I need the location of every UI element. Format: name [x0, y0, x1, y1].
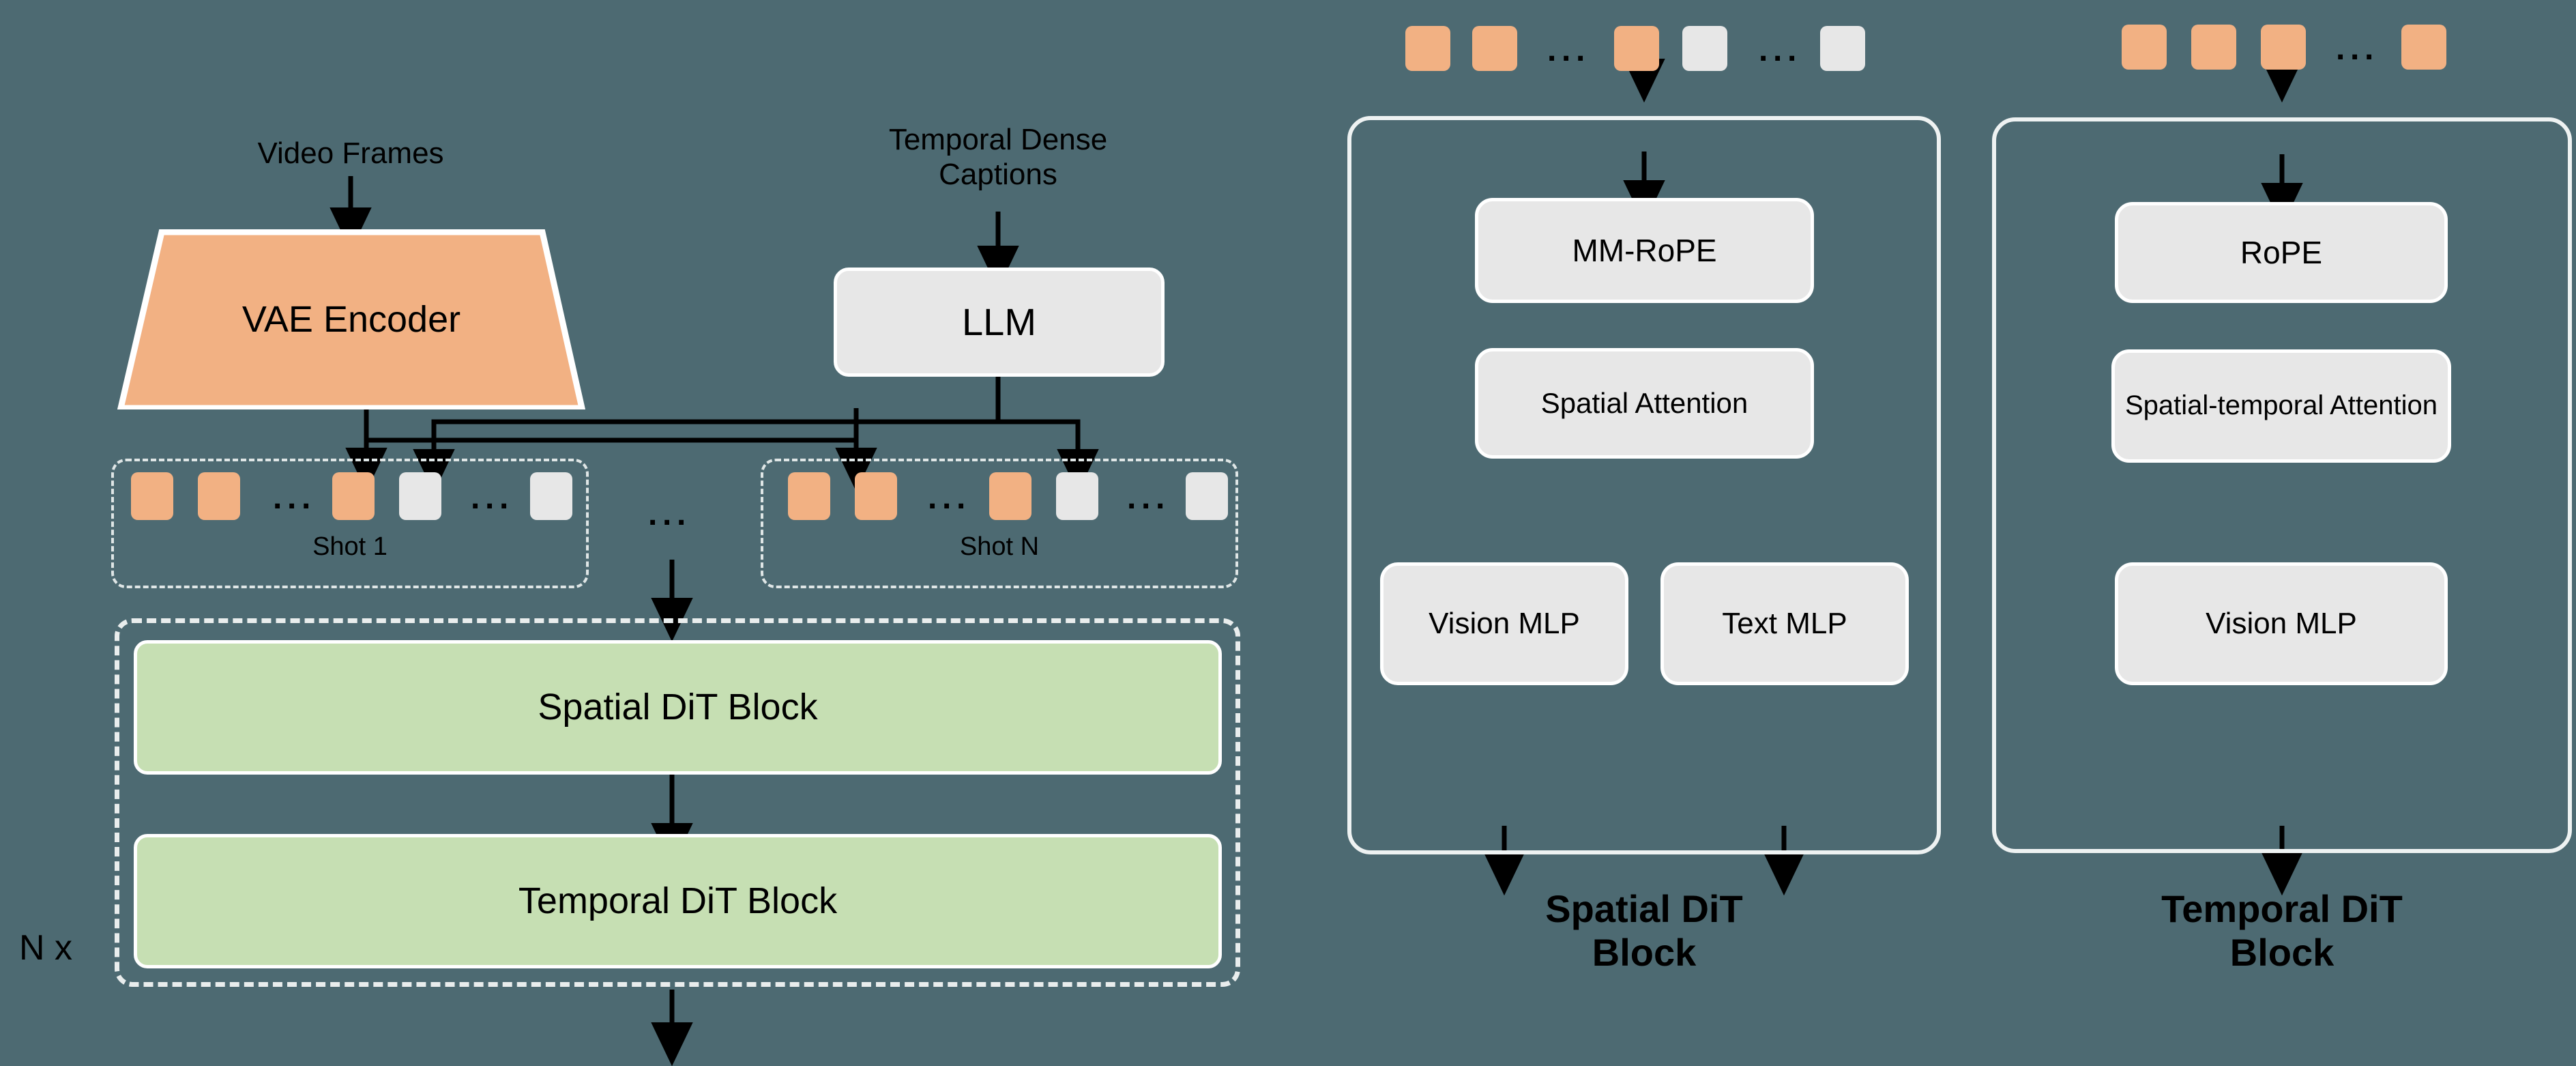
spatial-input-token-5[interactable]: [1820, 26, 1865, 71]
video-frames-label: Video Frames: [257, 136, 444, 170]
temporal-dit-panel: [1992, 117, 2572, 853]
shot-n-label: Shot N: [959, 532, 1040, 561]
temporal-input-ellipsis: ...: [2336, 31, 2380, 67]
shot-n-token-2[interactable]: [855, 472, 897, 520]
shots-ellipsis: ...: [648, 496, 692, 532]
spatial-dit-block-label: Spatial DiT Block: [538, 686, 818, 728]
spatial-input-token-4[interactable]: [1682, 26, 1727, 71]
temporal-input-token-1[interactable]: [2122, 25, 2167, 70]
mm-rope-label: MM-RoPE: [1572, 232, 1717, 268]
temporal-vision-mlp-node[interactable]: Vision MLP: [2115, 562, 2448, 685]
shot-n-token-5[interactable]: [1186, 472, 1228, 520]
temporal-vision-mlp-label: Vision MLP: [2206, 607, 2357, 641]
spatial-temporal-attention-label: Spatial-temporal Attention: [2124, 390, 2438, 421]
spatial-input-token-2[interactable]: [1472, 26, 1517, 71]
spatial-temporal-attention-node[interactable]: Spatial-temporal Attention: [2111, 349, 2451, 463]
spatial-vision-mlp-label: Vision MLP: [1429, 607, 1580, 641]
vae-encoder-label: VAE Encoder: [241, 298, 461, 340]
spatial-dit-panel-caption: Spatial DiT Block: [1545, 887, 1743, 975]
spatial-attention-label: Spatial Attention: [1540, 387, 1748, 420]
temporal-input-token-4[interactable]: [2401, 25, 2446, 70]
shot-n-ellipsis-2: ...: [1127, 480, 1171, 516]
spatial-dit-block-node[interactable]: Spatial DiT Block: [134, 640, 1222, 775]
temporal-input-token-2[interactable]: [2191, 25, 2236, 70]
shot-1-ellipsis-2: ...: [471, 480, 514, 516]
spatial-input-token-1[interactable]: [1405, 26, 1450, 71]
shot-n-group: [761, 459, 1238, 588]
shot-1-ellipsis-1: ...: [273, 480, 317, 516]
shot-1-token-5[interactable]: [530, 472, 572, 520]
llm-label: LLM: [962, 300, 1036, 343]
temporal-dense-captions-label: Temporal Dense Captions: [888, 123, 1108, 191]
vae-encoder-node[interactable]: VAE Encoder: [106, 229, 597, 409]
spatial-dit-panel: [1347, 116, 1941, 854]
spatial-vision-mlp-node[interactable]: Vision MLP: [1380, 562, 1628, 685]
shot-n-token-4[interactable]: [1056, 472, 1098, 520]
shot-1-label: Shot 1: [312, 532, 387, 561]
repeat-count-label: N x: [19, 928, 72, 968]
spatial-input-ellipsis-2: ...: [1759, 32, 1802, 68]
temporal-dit-block-node[interactable]: Temporal DiT Block: [134, 834, 1222, 968]
spatial-text-mlp-label: Text MLP: [1722, 607, 1847, 641]
shot-n-token-3[interactable]: [989, 472, 1031, 520]
spatial-attention-node[interactable]: Spatial Attention: [1475, 348, 1814, 459]
spatial-input-ellipsis-1: ...: [1547, 32, 1591, 68]
rope-node[interactable]: RoPE: [2115, 202, 2448, 303]
shot-1-token-3[interactable]: [332, 472, 375, 520]
shot-n-token-1[interactable]: [788, 472, 830, 520]
spatial-text-mlp-node[interactable]: Text MLP: [1660, 562, 1909, 685]
shot-n-ellipsis-1: ...: [928, 480, 971, 516]
shot-1-group: [111, 459, 589, 588]
temporal-input-token-3[interactable]: [2261, 25, 2306, 70]
shot-1-token-2[interactable]: [198, 472, 240, 520]
spatial-input-token-3[interactable]: [1614, 26, 1659, 71]
temporal-dit-panel-caption: Temporal DiT Block: [2161, 887, 2403, 975]
shot-1-token-1[interactable]: [131, 472, 173, 520]
rope-label: RoPE: [2240, 234, 2323, 270]
temporal-dit-block-label: Temporal DiT Block: [518, 880, 838, 921]
shot-1-token-4[interactable]: [399, 472, 441, 520]
mm-rope-node[interactable]: MM-RoPE: [1475, 198, 1814, 303]
llm-node[interactable]: LLM: [834, 268, 1165, 377]
dit-repeat-group: [115, 618, 1240, 987]
